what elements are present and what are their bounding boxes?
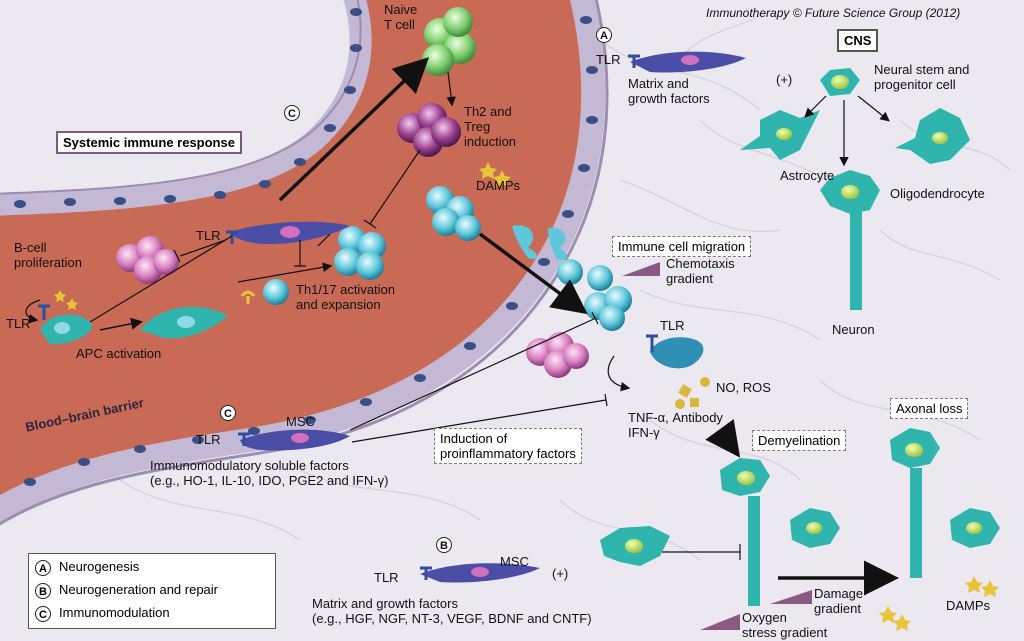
damps-cns-label: DAMPs bbox=[946, 598, 991, 613]
axonal-loss-box: Axonal loss bbox=[890, 398, 969, 419]
b-cell-proliferation-label: B-cell proliferation bbox=[14, 240, 82, 270]
microglia-cell bbox=[650, 337, 704, 369]
plus-label-cns: (+) bbox=[776, 72, 793, 87]
tlr-label-apc: TLR bbox=[6, 316, 31, 331]
activated-t-cell bbox=[263, 279, 289, 305]
endothelial-nuclei bbox=[14, 8, 598, 486]
damps-vessel-label: DAMPs bbox=[476, 178, 521, 193]
th-cell-cluster-lumen bbox=[426, 186, 481, 241]
nspc-label: Neural stem and progenitor cell bbox=[874, 62, 970, 92]
damage-triangle bbox=[770, 590, 812, 604]
no-ros-label: NO, ROS bbox=[716, 380, 771, 395]
msc-label-bottom: MSC bbox=[500, 554, 529, 569]
damps-stars-vessel bbox=[54, 162, 511, 310]
matrix-growth-factors-a-label: Matrix and growth factors bbox=[628, 76, 710, 106]
neural-cells bbox=[600, 68, 1000, 606]
msc-label-left: MSC bbox=[286, 414, 315, 429]
marker-c-vessel: C bbox=[284, 104, 300, 121]
marker-a: A bbox=[596, 26, 612, 43]
immunomodulatory-factors-label: Immunomodulatory soluble factors (e.g., … bbox=[150, 458, 389, 488]
damage-gradient-label: Damage gradient bbox=[814, 586, 864, 616]
th2-treg-cell-cluster bbox=[397, 103, 461, 157]
immune-cell-migration-box: Immune cell migration bbox=[612, 236, 752, 257]
marker-b: B bbox=[436, 536, 452, 553]
matrix-growth-factors-b-label: Matrix and growth factors (e.g., HGF, NG… bbox=[312, 596, 592, 626]
oxygen-stress-gradient-label: Oxygen stress gradient bbox=[742, 610, 828, 640]
th17-activation-label: Th1/17 activation and expansion bbox=[296, 282, 396, 312]
copyright-text: Immunotherapy © Future Science Group (20… bbox=[706, 6, 961, 20]
cytokine-shapes bbox=[675, 377, 710, 409]
tlr-label-msc: TLR bbox=[196, 432, 221, 447]
chemotaxis-gradient-label: Chemotaxis gradient bbox=[666, 256, 735, 286]
tlr-label-top: TLR bbox=[596, 52, 621, 67]
tlr-label-microglia: TLR bbox=[660, 318, 685, 333]
damps-stars-cns bbox=[879, 576, 999, 631]
astrocyte-label: Astrocyte bbox=[780, 168, 835, 183]
th2-treg-label: Th2 and Treg induction bbox=[464, 104, 517, 149]
oxygen-triangle bbox=[700, 614, 740, 630]
proinflammatory-factors-box: Induction of proinflammatory factors bbox=[434, 428, 582, 464]
plus-label-bottom: (+) bbox=[552, 566, 569, 581]
receptor-binding bbox=[240, 290, 256, 304]
marker-c-msc: C bbox=[220, 404, 236, 421]
naive-t-cell-label: Naive T cell bbox=[384, 2, 418, 32]
tlr-label-vessel: TLR bbox=[196, 228, 221, 243]
apc-activation-label: APC activation bbox=[76, 346, 162, 361]
oligodendrocyte-label: Oligodendrocyte bbox=[890, 186, 985, 201]
b-cell-cluster bbox=[116, 236, 179, 284]
th17-cell-cluster bbox=[334, 226, 386, 280]
naive-t-cell-cluster bbox=[422, 7, 476, 76]
tnf-antibody-label: TNF-α, Antibody IFN-γ bbox=[628, 410, 723, 440]
tlr-label-bottom: TLR bbox=[374, 570, 399, 585]
chemotaxis-triangle bbox=[622, 262, 660, 276]
systemic-immune-response-box: Systemic immune response bbox=[56, 131, 242, 154]
demyelination-box: Demyelination bbox=[752, 430, 847, 451]
tlr-receptor-1 bbox=[226, 230, 238, 244]
migrating-cells bbox=[512, 225, 632, 378]
cns-box: CNS bbox=[837, 29, 879, 52]
neuron-label: Neuron bbox=[832, 322, 875, 337]
